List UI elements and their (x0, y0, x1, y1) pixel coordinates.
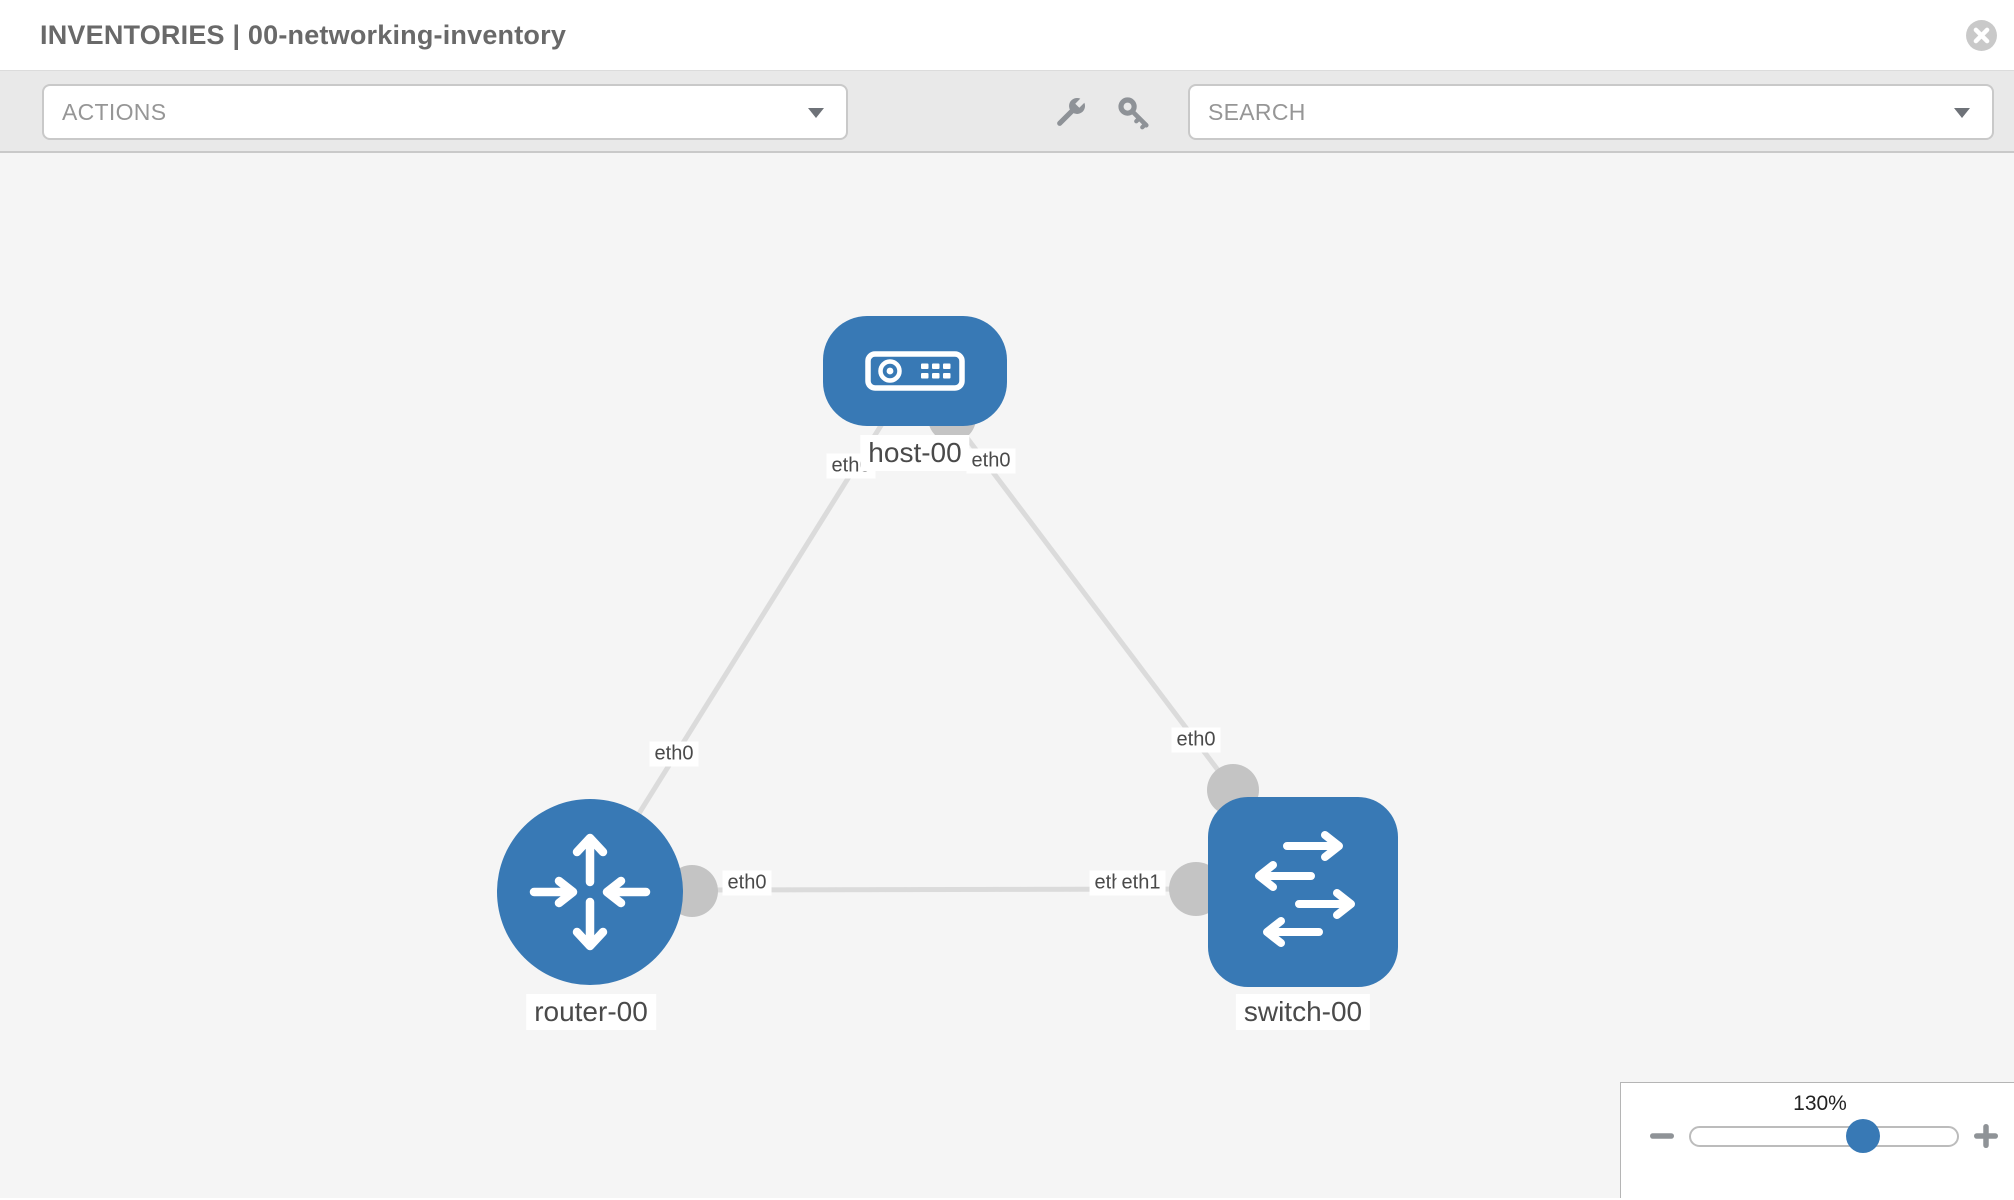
host-icon (865, 351, 965, 391)
zoom-slider-thumb[interactable] (1845, 1119, 1880, 1153)
toolbar: ACTIONS SEARCH (0, 71, 2014, 153)
zoom-slider[interactable] (1689, 1119, 1959, 1153)
close-icon[interactable] (1965, 19, 1998, 52)
node-switch[interactable] (1208, 797, 1398, 987)
actions-dropdown[interactable]: ACTIONS (42, 84, 848, 140)
node-host[interactable] (823, 316, 1007, 426)
header: INVENTORIES | 00-networking-inventory (0, 0, 2014, 71)
interface-label: eth0 (722, 870, 772, 896)
search-dropdown[interactable]: SEARCH (1188, 84, 1994, 140)
interface-label: eth0 (1171, 727, 1221, 753)
node-label-host: host-00 (860, 435, 970, 471)
chevron-down-icon (808, 108, 824, 118)
topology-canvas[interactable]: host-00 router-00 switch-00 eth0 eth0 et… (0, 153, 2014, 1198)
node-label-router: router-00 (526, 994, 656, 1030)
actions-dropdown-value: ACTIONS (62, 99, 167, 125)
page-title: INVENTORIES | 00-networking-inventory (40, 20, 567, 50)
node-label-switch: switch-00 (1235, 994, 1371, 1030)
node-router[interactable] (497, 799, 683, 985)
zoom-level-value: 130% (1793, 1092, 1847, 1115)
router-icon (529, 833, 651, 951)
interface-label: eth1 (1116, 870, 1166, 896)
interface-label: eth0 (649, 741, 699, 767)
zoom-control-panel: 130% (1620, 1082, 2014, 1198)
chevron-down-icon (1954, 108, 1970, 118)
search-dropdown-value: SEARCH (1208, 99, 1306, 125)
zoom-out-icon[interactable] (1649, 1123, 1675, 1149)
interface-label: eth0 (966, 448, 1016, 474)
key-icon[interactable] (1114, 93, 1154, 133)
switch-icon (1255, 831, 1355, 947)
zoom-in-icon[interactable] (1973, 1123, 1999, 1149)
wrench-icon[interactable] (1050, 93, 1090, 133)
